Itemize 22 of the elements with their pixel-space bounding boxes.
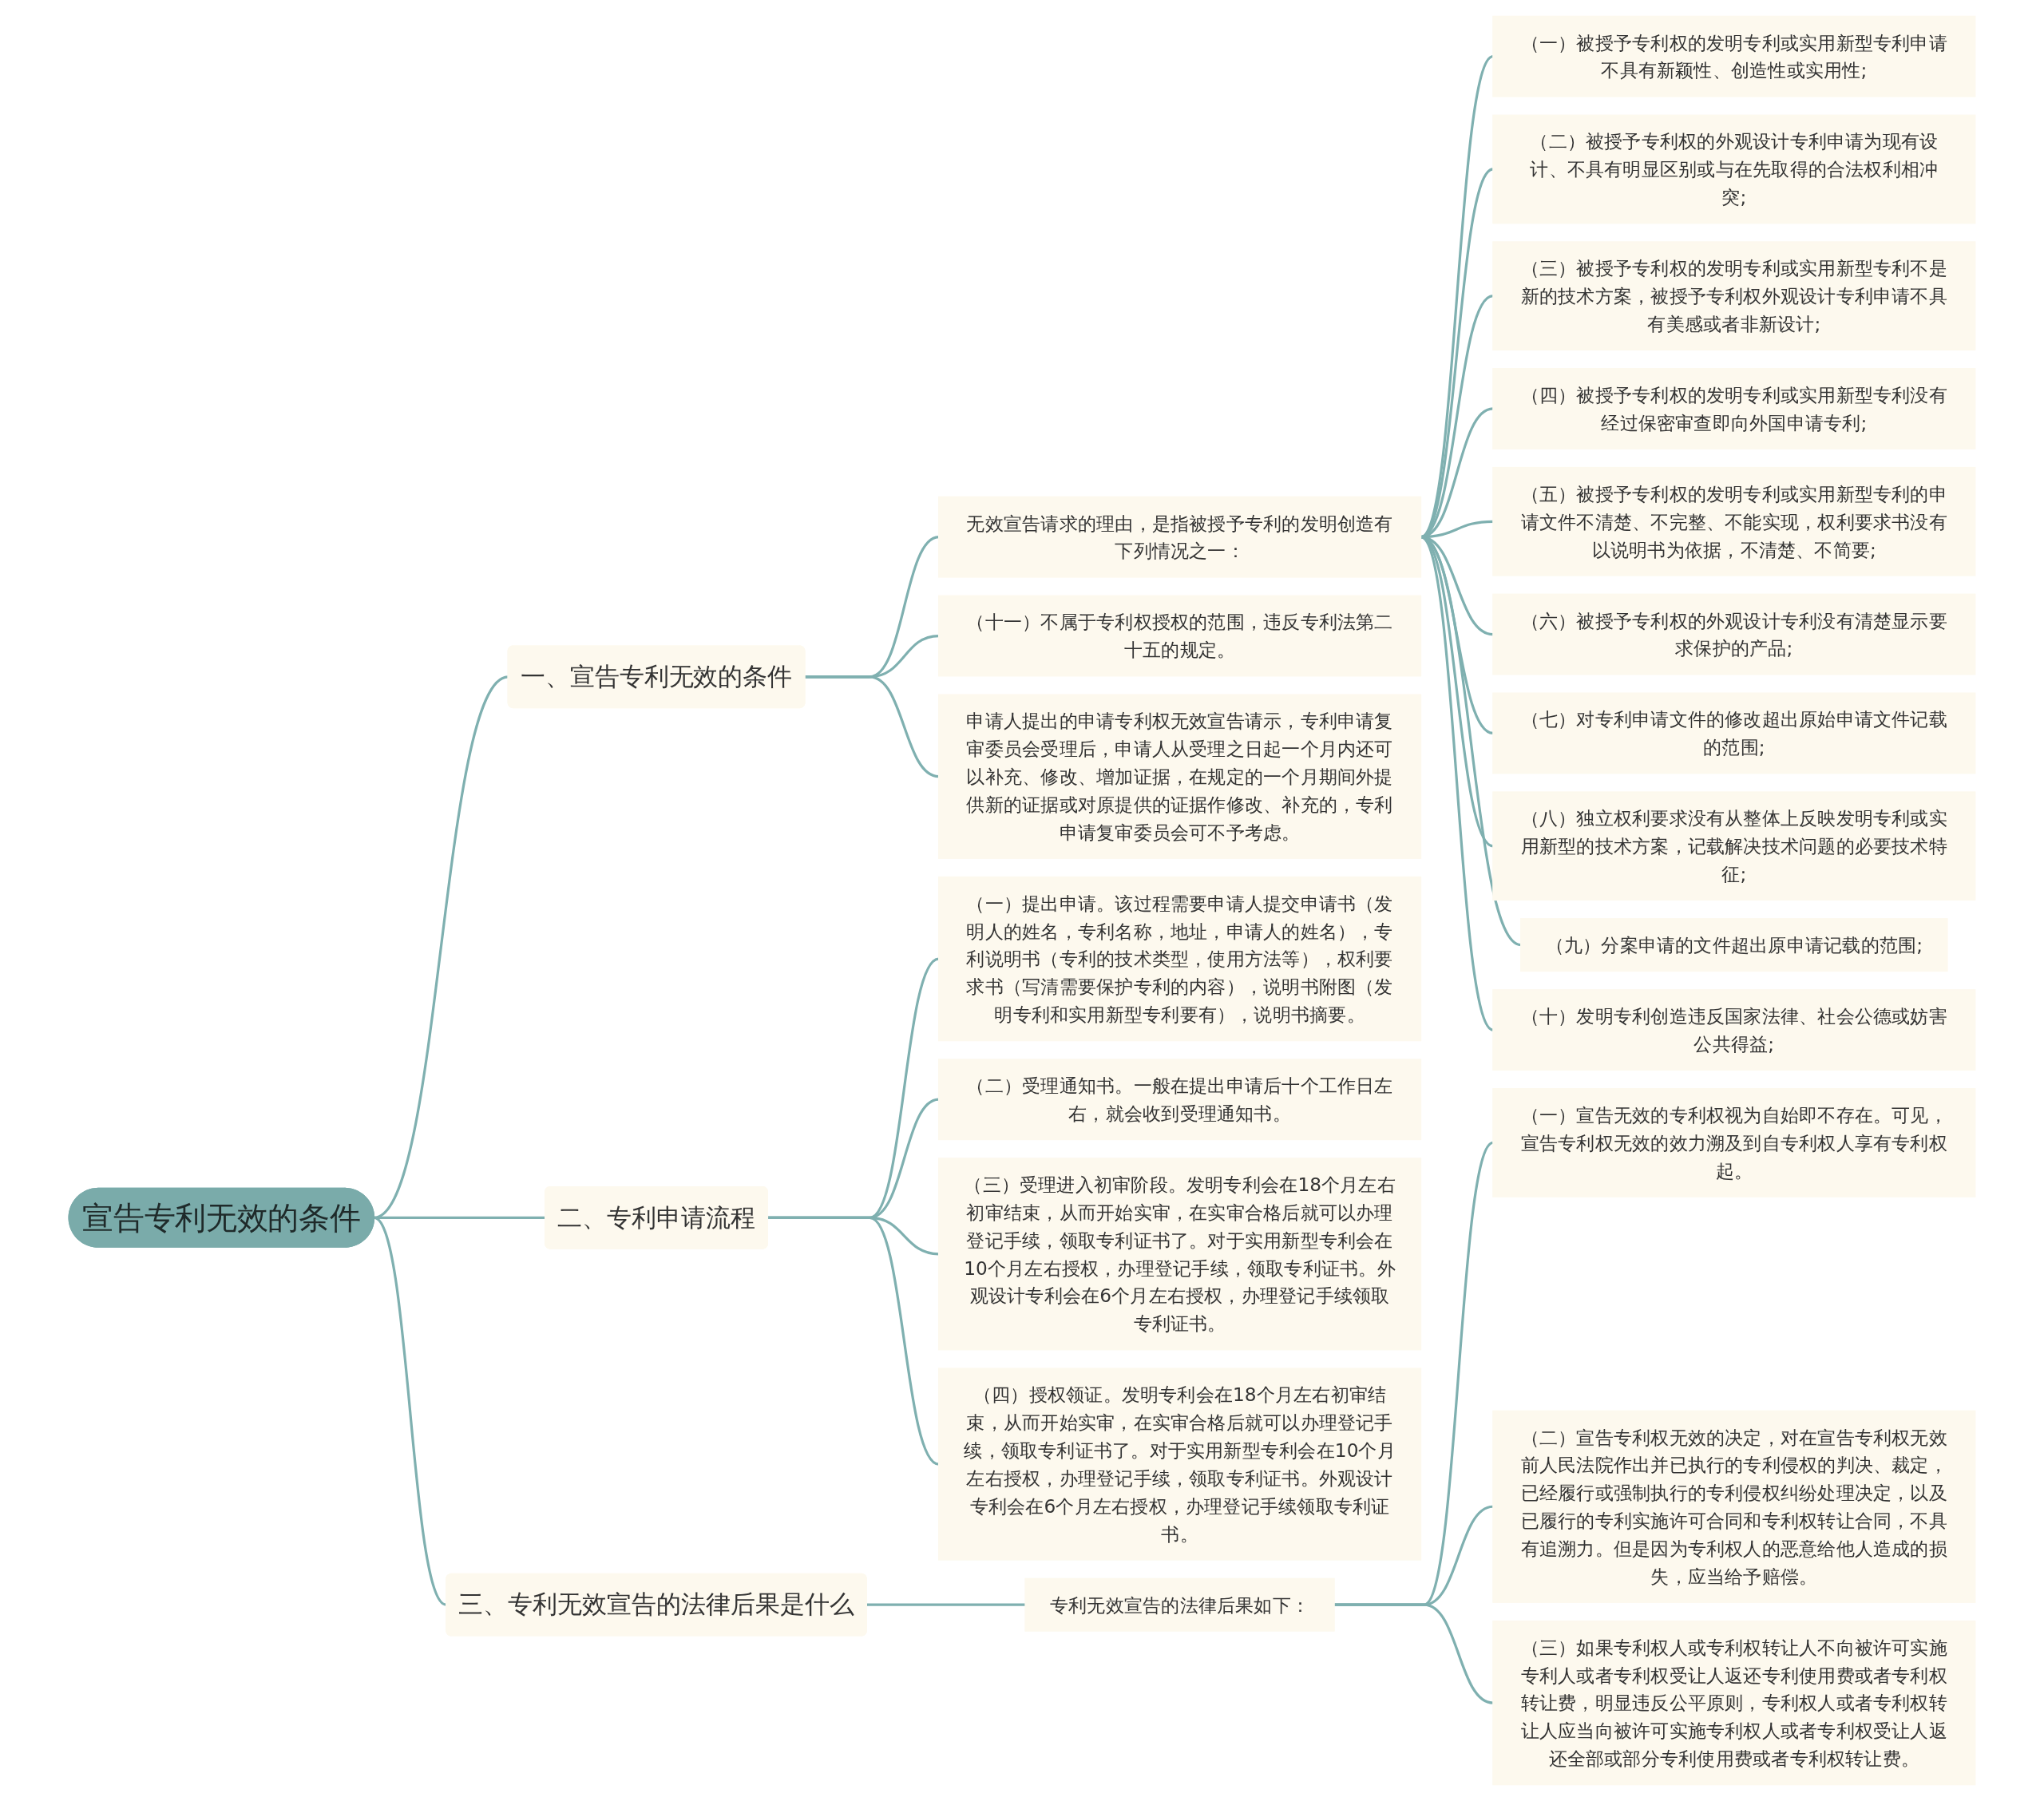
connector — [804, 675, 939, 778]
node-box: 申请人提出的申请专利权无效宣告请示，专利申请复审委员会受理后，申请人从受理之日起一个月内还可以补充、修改、增加证据，在规定的一个月期间外提供新的证据或对原提供的证据作修改、补充的，专利申请复审委员会可不予考虑。 — [937, 694, 1422, 859]
node-box: （四）被授予专利权的发明专利或实用新型专利没有经过保密审查即向外国申请专利; — [1492, 368, 1976, 449]
node-box: （一）提出申请。该过程需要申请人提交申请书（发明人的姓名，专利名称，地址，申请人的姓名），专利说明书（专利的技术类型，使用方法等），权利要求书（写清需要保护专利的内容），说明书附图（发明专利和实用新型专利要有），说明书摘要。 — [937, 876, 1422, 1042]
node-box: （三）受理进入初审阶段。发明专利会在18个月左右初审结束，从而开始实审，在实审合格后就可以办理登记手续，领取专利证书了。对于实用新型专利会在10个月左右授权，办理登记手续，领取专利证书。外观设计专利会在6个月左右授权，办理登记手续领取专利证书。 — [937, 1158, 1422, 1351]
node-box: （十一）不属于专利权授权的范围，违反专利法第二十五的规定。 — [937, 595, 1422, 677]
node-box: （五）被授予专利权的发明专利或实用新型专利的申请文件不清楚、不完整、不能实现，权利要求书没有以说明书为依据，不清楚、不简要; — [1492, 466, 1976, 576]
node-box: （二）受理通知书。一般在提出申请后十个工作日左右，就会收到受理通知书。 — [937, 1059, 1422, 1141]
node-box: （三）如果专利权人或专利权转让人不向被许可实施专利人或者专利权受让人返还专利使用费或者专利权转让费，明显违反公平原则，专利权人或者专利权转让人应当向被许可实施专利权人或者专利权受让人返还全部或部分专利使用费或者专利权转让费。 — [1492, 1620, 1976, 1786]
node-box: （二）宣告专利权无效的决定，对在宣告专利权无效前人民法院作出并已执行的专利侵权的判决、裁定，已经履行或强制执行的专利侵权纠纷处理决定，以及已履行的专利实施许可合同和专利权转让合同，不具有追溯力。但是因为专利权人的恶意给他人造成的损失，应当给予赔偿。 — [1492, 1410, 1976, 1603]
node-box: （一）被授予专利权的发明专利或实用新型专利申请不具有新颖性、创造性或实用性; — [1492, 15, 1976, 97]
node-box: （四）授权领证。发明专利会在18个月左右初审结束，从而开始实审，在实审合格后就可以办理登记手续，领取专利证书了。对于实用新型专利会在10个月左右授权，办理登记手续，领取专利证书。外观设计专利会在6个月左右授权，办理登记手续领取专利证书。 — [937, 1368, 1422, 1561]
node-box: 专利无效宣告的法律后果如下： — [1024, 1577, 1335, 1632]
node-box: （一）宣告无效的专利权视为自始即不存在。可见，宣告专利权无效的效力溯及到自专利权人享有专利权起。 — [1492, 1088, 1976, 1197]
node-box: （六）被授予专利权的外观设计专利没有清楚显示要求保护的产品; — [1492, 593, 1976, 675]
node-box: （八）独立权利要求没有从整体上反映发明专利或实用新型的技术方案，记载解决技术问题的必要技术特征; — [1492, 791, 1976, 901]
node-box: （九）分案申请的文件超出原申请记载的范围; — [1520, 918, 1948, 972]
node-box: （七）对专利申请文件的修改超出原始申请文件记载的范围; — [1492, 692, 1976, 774]
node-box: （十）发明专利创造违反国家法律、社会公德或妨害公共得益; — [1492, 989, 1976, 1071]
node-box: 无效宣告请求的理由，是指被授予专利的发明创造有下列情况之一： — [937, 496, 1422, 578]
node-box: （三）被授予专利权的发明专利或实用新型专利不是新的技术方案，被授予专利权外观设计专利申请不具有美感或者非新设计; — [1492, 241, 1976, 351]
node-box: （二）被授予专利权的外观设计专利申请为现有设计、不具有明显区别或与在先取得的合法权利相冲突; — [1492, 114, 1976, 224]
